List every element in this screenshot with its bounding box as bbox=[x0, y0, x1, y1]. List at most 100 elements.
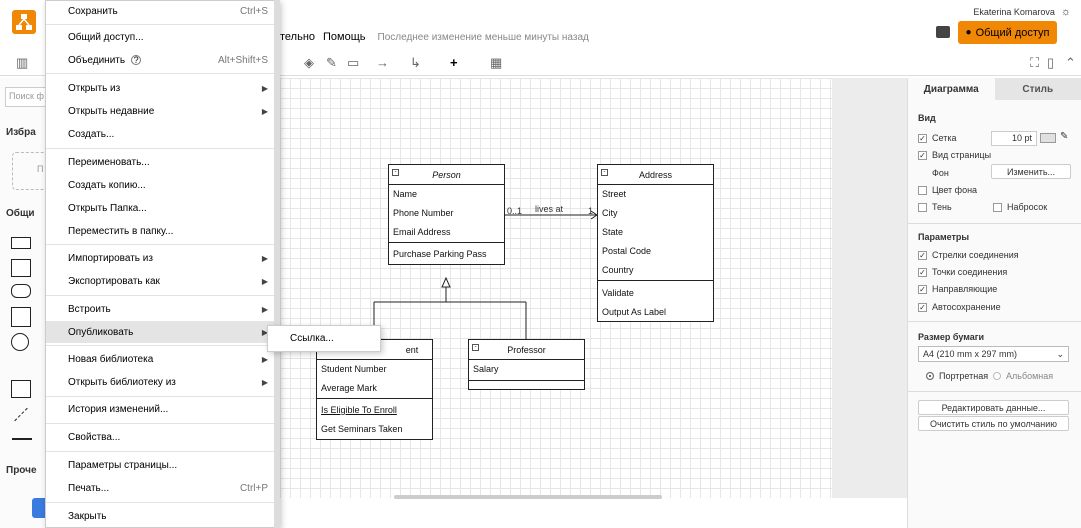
help-icon[interactable]: ? bbox=[131, 55, 142, 65]
grid-size-input[interactable]: 10 pt bbox=[991, 131, 1037, 146]
shape-line[interactable] bbox=[12, 438, 32, 440]
insert-icon[interactable]: + bbox=[450, 55, 458, 70]
pencil-icon[interactable]: ✎ bbox=[1060, 131, 1069, 142]
table-icon[interactable]: ▦ bbox=[490, 55, 503, 70]
bg-color-checkbox[interactable]: Цвет фона bbox=[918, 185, 977, 195]
attribute-row[interactable]: Name bbox=[393, 189, 418, 199]
change-background-button[interactable]: Изменить... bbox=[991, 164, 1071, 179]
grid-checkbox[interactable]: ✓Сетка bbox=[918, 133, 957, 143]
menu-scrollbar[interactable] bbox=[274, 0, 280, 528]
menu-item-revision-history[interactable]: История изменений... bbox=[68, 403, 169, 415]
conn-arrows-checkbox[interactable]: ✓Стрелки соединения bbox=[918, 250, 1019, 260]
menu-item-close[interactable]: Закрыть bbox=[68, 510, 107, 522]
attribute-row[interactable]: Phone Number bbox=[393, 208, 454, 218]
portrait-radio[interactable]: Портретная bbox=[926, 371, 988, 381]
fullscreen-icon[interactable]: ⛶ bbox=[1030, 55, 1040, 70]
shape-search-input[interactable]: Поиск ф bbox=[5, 87, 47, 107]
collapse-icon[interactable]: - bbox=[472, 344, 479, 351]
sidebar-section-general[interactable]: Общи bbox=[6, 208, 35, 219]
menu-item-share[interactable]: Общий доступ... bbox=[68, 31, 144, 43]
shape-dashed-line[interactable] bbox=[14, 407, 28, 422]
shape-rectangle[interactable] bbox=[11, 237, 31, 249]
menu-item-properties[interactable]: Свойства... bbox=[68, 431, 121, 443]
guides-checkbox[interactable]: ✓Направляющие bbox=[918, 284, 998, 294]
mult-right[interactable]: 1 bbox=[588, 206, 594, 216]
shape-square[interactable] bbox=[11, 259, 31, 277]
line-color-icon[interactable]: ✎ bbox=[326, 55, 337, 70]
menu-item-make-copy[interactable]: Создать копию... bbox=[68, 179, 146, 191]
attribute-row[interactable]: State bbox=[602, 227, 624, 237]
class-person[interactable]: -Person Name Phone Number Email Address … bbox=[388, 164, 505, 265]
submenu-item-link[interactable]: Ссылка... bbox=[290, 333, 334, 344]
share-button[interactable]: ● Общий доступ bbox=[958, 21, 1057, 44]
operation-row[interactable]: Is Eligible To Enroll bbox=[321, 405, 397, 415]
edit-data-button[interactable]: Редактировать данные... bbox=[918, 400, 1069, 415]
shape-grid[interactable] bbox=[11, 307, 31, 327]
menu-item-open-recent[interactable]: Открыть недавние▶ bbox=[68, 105, 268, 117]
shape-hexagon[interactable] bbox=[11, 284, 31, 298]
shadow-checkbox[interactable]: Тень bbox=[918, 202, 952, 212]
fill-color-icon[interactable]: ◈ bbox=[304, 55, 314, 70]
attribute-row[interactable]: Salary bbox=[473, 364, 499, 374]
sketch-checkbox[interactable]: Набросок bbox=[993, 202, 1047, 212]
attribute-row[interactable]: Average Mark bbox=[321, 383, 377, 393]
paper-size-select[interactable]: A4 (210 mm x 297 mm) ⌄ bbox=[918, 346, 1069, 362]
menu-item-new[interactable]: Создать... bbox=[68, 128, 115, 140]
menu-item-new-library[interactable]: Новая библиотека▶ bbox=[68, 353, 268, 365]
waypoints-icon[interactable]: ↳ bbox=[410, 55, 421, 70]
collapse-icon[interactable]: ⌃ bbox=[1065, 55, 1076, 70]
menu-item-open-from[interactable]: Открыть из▶ bbox=[68, 82, 268, 94]
attribute-row[interactable]: Email Address bbox=[393, 227, 451, 237]
menu-extras-partial[interactable]: тельно bbox=[280, 31, 316, 43]
format-panel-icon[interactable]: ▯ bbox=[1047, 55, 1055, 70]
class-professor[interactable]: -Professor Salary bbox=[468, 339, 585, 390]
operation-row[interactable]: Validate bbox=[602, 288, 634, 298]
page-view-checkbox[interactable]: ✓Вид страницы bbox=[918, 150, 992, 160]
menu-item-synchronize[interactable]: Объединить?Alt+Shift+S bbox=[68, 54, 268, 66]
sun-icon[interactable]: ☼ bbox=[1060, 6, 1071, 18]
shadow-icon[interactable]: ▭ bbox=[347, 55, 360, 70]
attribute-row[interactable]: Country bbox=[602, 265, 634, 275]
drawio-logo[interactable] bbox=[12, 10, 36, 34]
collapse-icon[interactable]: - bbox=[601, 169, 608, 176]
attribute-row[interactable]: Street bbox=[602, 189, 627, 199]
clear-default-style-button[interactable]: Очистить стиль по умолчанию bbox=[918, 416, 1069, 431]
menu-item-publish[interactable]: Опубликовать▶ bbox=[46, 321, 278, 343]
menu-item-print[interactable]: Печать...Ctrl+P bbox=[68, 482, 268, 494]
diagram-page[interactable]: lives at 0..1 1 -Person Name Phone Numbe… bbox=[280, 78, 832, 498]
tab-style[interactable]: Стиль bbox=[994, 78, 1081, 100]
autosave-checkbox[interactable]: ✓Автосохранение bbox=[918, 302, 1001, 312]
attribute-row[interactable]: City bbox=[602, 208, 618, 218]
menu-item-open-library-from[interactable]: Открыть библиотеку из▶ bbox=[68, 376, 268, 388]
shape-list[interactable] bbox=[11, 380, 31, 398]
sidebar-section-favorites[interactable]: Избра bbox=[6, 127, 36, 138]
attribute-row[interactable]: Postal Code bbox=[602, 246, 652, 256]
menu-item-open-folder[interactable]: Открыть Папка... bbox=[68, 202, 147, 214]
operation-row[interactable]: Output As Label bbox=[602, 307, 667, 317]
add-more-shapes-button[interactable] bbox=[32, 498, 47, 518]
menu-item-rename[interactable]: Переименовать... bbox=[68, 156, 150, 168]
shape-circle[interactable] bbox=[11, 333, 29, 351]
tab-diagram[interactable]: Диаграмма bbox=[923, 83, 979, 95]
menu-item-move-to-folder[interactable]: Переместить в папку... bbox=[68, 225, 174, 237]
assoc-label[interactable]: lives at bbox=[535, 204, 564, 214]
menu-item-embed[interactable]: Встроить▶ bbox=[68, 303, 268, 315]
menu-item-import-from[interactable]: Импортировать из▶ bbox=[68, 252, 268, 264]
comment-icon[interactable] bbox=[936, 26, 950, 38]
landscape-radio[interactable]: Альбомная bbox=[993, 371, 1053, 381]
horizontal-scrollbar[interactable] bbox=[394, 495, 662, 499]
menu-item-page-setup[interactable]: Параметры страницы... bbox=[68, 459, 178, 471]
operation-row[interactable]: Get Seminars Taken bbox=[321, 424, 403, 434]
sidebar-section-misc[interactable]: Проче bbox=[6, 465, 37, 476]
grid-color-swatch[interactable] bbox=[1040, 133, 1056, 143]
panel-toggle-icon[interactable]: ▥ bbox=[16, 55, 29, 70]
class-student[interactable]: ent Student Number Average Mark Is Eligi… bbox=[316, 339, 433, 440]
operation-row[interactable]: Purchase Parking Pass bbox=[393, 249, 487, 259]
mult-left[interactable]: 0..1 bbox=[507, 206, 523, 216]
last-change-status[interactable]: Последнее изменение меньше минуты назад bbox=[377, 31, 589, 43]
attribute-row[interactable]: Student Number bbox=[321, 364, 387, 374]
connection-icon[interactable]: → bbox=[376, 55, 389, 70]
collapse-icon[interactable]: - bbox=[392, 169, 399, 176]
conn-points-checkbox[interactable]: ✓Точки соединения bbox=[918, 267, 1008, 277]
